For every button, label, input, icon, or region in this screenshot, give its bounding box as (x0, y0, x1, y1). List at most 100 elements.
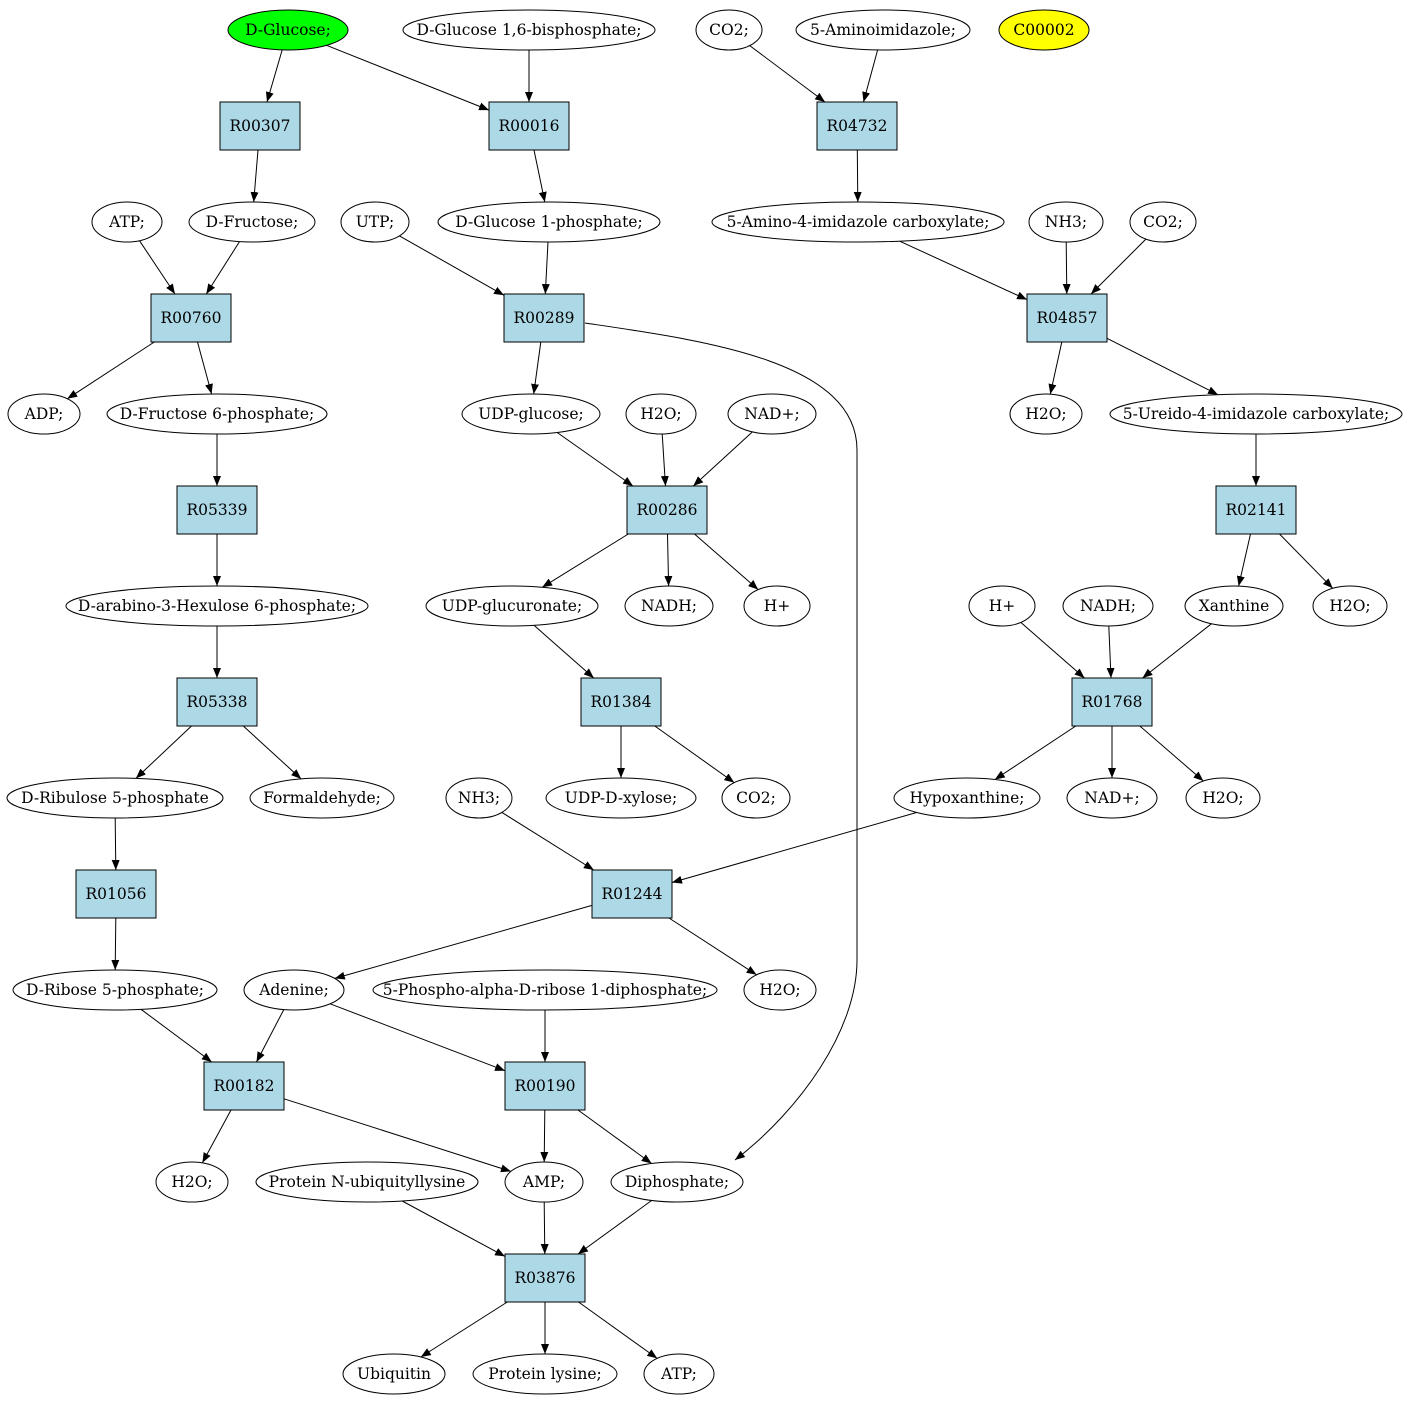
compound-node-ubiquitin[interactable]: Ubiquitin (342, 1353, 446, 1395)
compound-node-hypox[interactable]: Hypoxanthine; (893, 777, 1041, 819)
compound-node-nadh_1[interactable]: NADH; (624, 585, 714, 627)
compound-node-udpglc[interactable]: UDP-glucose; (461, 393, 601, 435)
edge-nh3_1-to-R04857 (1062, 241, 1071, 295)
compound-ellipse (1028, 201, 1104, 243)
reaction-node-r01768[interactable]: R01768 (1071, 677, 1153, 727)
reaction-node-r00182[interactable]: R00182 (203, 1061, 285, 1111)
compound-node-c00002[interactable]: C00002 (998, 9, 1090, 51)
compound-node-adp[interactable]: ADP; (7, 393, 81, 435)
compound-node-udpgca[interactable]: UDP-glucuronate; (425, 585, 599, 627)
compound-node-g16bp[interactable]: D-Glucose 1,6-bisphosphate; (402, 9, 656, 51)
compound-label: UTP; (356, 213, 395, 231)
compound-node-adenine[interactable]: Adenine; (243, 969, 345, 1011)
edge-atp1-to-R00760 (139, 240, 176, 295)
compound-node-g1p[interactable]: D-Glucose 1-phosphate; (437, 201, 661, 243)
compound-node-h2o_2[interactable]: H2O; (1009, 393, 1083, 435)
compound-node-nh3_1[interactable]: NH3; (1028, 201, 1104, 243)
compound-label: UDP-glucose; (478, 405, 584, 423)
compound-node-atp2[interactable]: ATP; (643, 1353, 715, 1395)
edge-R01768-to-h2o_4 (1139, 725, 1204, 782)
edge-R00760-to-adp (67, 341, 155, 400)
compound-node-udpxyl[interactable]: UDP-D-xylose; (545, 777, 697, 819)
compound-node-h2o_3[interactable]: H2O; (1312, 585, 1388, 627)
reaction-box (504, 1061, 586, 1111)
reaction-node-r04857[interactable]: R04857 (1026, 293, 1108, 343)
reaction-node-r05339[interactable]: R05339 (176, 485, 258, 535)
compound-label: Ubiquitin (357, 1365, 431, 1383)
compound-node-h2o_5[interactable]: H2O; (743, 969, 817, 1011)
compound-node-h2o_4[interactable]: H2O; (1185, 777, 1261, 819)
compound-node-nadh_2[interactable]: NADH; (1062, 585, 1154, 627)
compound-node-co2_3[interactable]: CO2; (721, 777, 791, 819)
compound-node-hplus_2[interactable]: H+ (968, 585, 1036, 627)
reaction-node-r00289[interactable]: R00289 (503, 293, 585, 343)
reaction-node-r01384[interactable]: R01384 (580, 677, 662, 727)
compound-node-h2o_6[interactable]: H2O; (155, 1161, 229, 1203)
reaction-node-r00016[interactable]: R00016 (488, 101, 570, 151)
compound-label: H2O; (171, 1173, 212, 1191)
reaction-node-r04732[interactable]: R04732 (816, 101, 898, 151)
compound-node-atp1[interactable]: ATP; (91, 201, 163, 243)
compound-node-protubq[interactable]: Protein N-ubiquityllysine (255, 1161, 479, 1203)
edge-glucose-to-R00016 (326, 44, 490, 111)
compound-node-uica[interactable]: 5-Ureido-4-imidazole carboxylate; (1109, 393, 1403, 435)
reaction-label: R01244 (602, 885, 663, 903)
compound-ellipse (968, 585, 1036, 627)
compound-node-nad_1[interactable]: NAD+; (727, 393, 817, 435)
reaction-node-r00760[interactable]: R00760 (150, 293, 232, 343)
compound-label: Xanthine (1199, 597, 1270, 615)
compound-node-ppi[interactable]: Diphosphate; (610, 1161, 744, 1203)
compound-ellipse (1009, 393, 1083, 435)
edge-hypox-to-R01244 (671, 812, 917, 884)
compound-node-co2_2[interactable]: CO2; (1129, 201, 1197, 243)
compound-ellipse (545, 777, 697, 819)
compound-node-fructose[interactable]: D-Fructose; (188, 201, 316, 243)
compound-label: D-Glucose 1-phosphate; (455, 213, 642, 231)
edge-adenine-to-R00182 (256, 1009, 285, 1063)
compound-node-glucose[interactable]: D-Glucose; (227, 9, 349, 51)
compound-label: Hypoxanthine; (909, 789, 1024, 807)
reaction-node-r01056[interactable]: R01056 (75, 869, 157, 919)
reaction-node-r05338[interactable]: R05338 (176, 677, 258, 727)
compound-node-prpp[interactable]: 5-Phospho-alpha-D-ribose 1-diphosphate; (372, 969, 718, 1011)
reaction-node-r00286[interactable]: R00286 (626, 485, 708, 535)
compound-node-nh3_2[interactable]: NH3; (445, 777, 513, 819)
reaction-node-r01244[interactable]: R01244 (591, 869, 673, 919)
compound-node-xanthine[interactable]: Xanthine (1184, 585, 1284, 627)
compound-node-h2o_1[interactable]: H2O; (625, 393, 697, 435)
compound-node-f6p[interactable]: D-Fructose 6-phosphate; (106, 393, 328, 435)
compound-node-utp[interactable]: UTP; (340, 201, 410, 243)
compound-node-ah6p[interactable]: D-arabino-3-Hexulose 6-phosphate; (65, 585, 369, 627)
compound-ellipse (1184, 585, 1284, 627)
reaction-label: R01056 (86, 885, 147, 903)
edge-R02141-to-xanthine (1236, 533, 1251, 587)
reaction-node-r02141[interactable]: R02141 (1215, 485, 1297, 535)
compound-node-ru5p[interactable]: D-Ribulose 5-phosphate (6, 777, 224, 819)
reaction-node-r00190[interactable]: R00190 (504, 1061, 586, 1111)
compound-ellipse (1062, 585, 1154, 627)
reaction-box (1215, 485, 1297, 535)
edge-R05338-to-formald (242, 725, 302, 780)
compound-node-formald[interactable]: Formaldehyde; (249, 777, 395, 819)
compound-node-hplus_1[interactable]: H+ (743, 585, 811, 627)
reaction-node-r03876[interactable]: R03876 (504, 1253, 586, 1303)
edge-co2_top-to-R04732 (749, 45, 826, 103)
edge-aica-to-R04857 (899, 240, 1028, 301)
reaction-node-r00307[interactable]: R00307 (219, 101, 301, 151)
compound-node-nad_2[interactable]: NAD+; (1066, 777, 1158, 819)
reaction-box (219, 101, 301, 151)
compound-node-protlys[interactable]: Protein lysine; (472, 1353, 618, 1395)
compound-node-r5p[interactable]: D-Ribose 5-phosphate; (12, 969, 218, 1011)
compound-ellipse (6, 777, 224, 819)
compound-node-co2_top[interactable]: CO2; (695, 9, 763, 51)
compound-label: D-Fructose 6-phosphate; (120, 405, 314, 423)
edge-R04732-to-aica (853, 149, 862, 203)
compound-label: Diphosphate; (625, 1173, 729, 1191)
compound-node-amp[interactable]: AMP; (504, 1161, 584, 1203)
compound-node-aica[interactable]: 5-Amino-4-imidazole carboxylate; (711, 201, 1005, 243)
compound-ellipse (372, 969, 718, 1011)
compound-label: CO2; (736, 789, 776, 807)
compound-label: D-Glucose; (245, 21, 331, 39)
compound-node-aminoimid[interactable]: 5-Aminoimidazole; (795, 9, 971, 51)
reaction-box (1026, 293, 1108, 343)
